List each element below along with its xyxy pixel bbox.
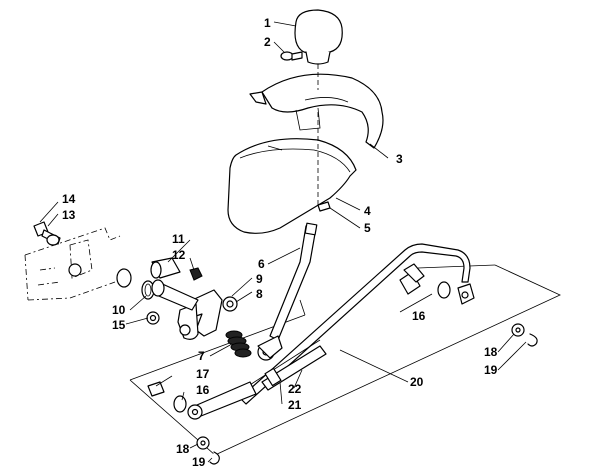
assembly-boundary (129, 264, 561, 456)
pivot-shaft (150, 257, 199, 311)
callout-8: 8 (256, 287, 263, 301)
callout-10: 10 (112, 303, 126, 317)
shift-lever (257, 222, 318, 361)
callout-22: 22 (288, 382, 302, 396)
callout-21: 21 (288, 398, 302, 412)
callout-14: 14 (62, 192, 76, 206)
callout-5: 5 (364, 221, 371, 235)
upper-ball-joint (399, 263, 475, 305)
callout-6: 6 (258, 257, 265, 271)
callout-9: 9 (256, 272, 263, 286)
nut-12 (189, 267, 203, 281)
upper-shift-cover (249, 73, 384, 149)
rod-adjuster (187, 345, 327, 420)
washer-15 (146, 311, 160, 325)
leader-lines (39, 21, 527, 463)
spring (225, 330, 252, 358)
callout-20: 20 (410, 375, 424, 389)
callout-2: 2 (264, 35, 271, 49)
callout-16-upper: 16 (412, 309, 426, 323)
shift-knob (294, 9, 343, 65)
knob-screw (280, 51, 303, 61)
callout-12: 12 (172, 248, 186, 262)
callout-18-right: 18 (484, 345, 498, 359)
callout-15: 15 (112, 318, 126, 332)
callout-19-right: 19 (484, 363, 498, 377)
frame-bushing (68, 263, 132, 288)
shift-rod (239, 243, 471, 405)
lower-washer-clip (196, 436, 220, 465)
callout-16-lower: 16 (196, 383, 210, 397)
callout-4: 4 (364, 204, 371, 218)
callout-7: 7 (198, 349, 205, 363)
callout-1: 1 (264, 16, 271, 30)
washer-8 (222, 296, 238, 312)
callout-3: 3 (396, 152, 403, 166)
callout-13: 13 (62, 208, 76, 222)
callout-17: 17 (196, 367, 210, 381)
bolt-and-washer (33, 221, 61, 246)
frame-reference-outline (24, 227, 121, 301)
callout-18-lower: 18 (176, 442, 190, 456)
lower-bushing (147, 381, 187, 413)
lower-shift-cover (227, 138, 357, 234)
callouts: 1 2 3 4 5 6 9 8 7 10 11 12 14 13 15 16 1… (62, 16, 498, 469)
callout-11: 11 (172, 232, 185, 246)
right-washer-clip (511, 323, 538, 347)
callout-19-lower: 19 (192, 455, 206, 469)
